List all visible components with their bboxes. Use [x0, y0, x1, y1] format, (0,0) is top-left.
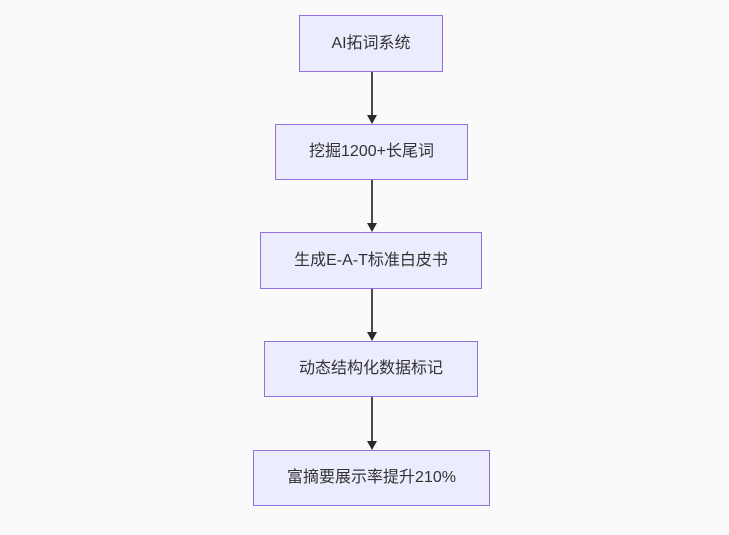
flow-node-ai-keyword-system: AI拓词系统	[299, 15, 443, 72]
arrow-line	[371, 72, 373, 116]
arrow-line	[371, 289, 373, 333]
node-label: 生成E-A-T标准白皮书	[294, 251, 448, 269]
arrow-line	[371, 180, 373, 224]
arrow-line	[371, 397, 373, 442]
flow-arrow-4	[366, 397, 378, 450]
flow-node-longtail-keywords: 挖掘1200+长尾词	[275, 124, 468, 180]
flow-arrow-3	[366, 289, 378, 341]
node-label: 富摘要展示率提升210%	[287, 469, 456, 486]
node-label: 动态结构化数据标记	[298, 360, 443, 377]
flow-arrow-1	[366, 72, 378, 124]
arrowhead-icon	[367, 441, 377, 450]
arrowhead-icon	[367, 115, 377, 124]
node-label: 挖掘1200+长尾词	[309, 143, 434, 160]
flow-arrow-2	[366, 180, 378, 232]
arrowhead-icon	[367, 332, 377, 341]
flow-node-rich-snippet-rate: 富摘要展示率提升210%	[253, 450, 490, 506]
node-label: AI拓词系统	[331, 34, 411, 52]
flow-node-eat-whitepaper: 生成E-A-T标准白皮书	[260, 232, 482, 289]
arrowhead-icon	[367, 223, 377, 232]
flow-node-structured-data: 动态结构化数据标记	[264, 341, 478, 397]
